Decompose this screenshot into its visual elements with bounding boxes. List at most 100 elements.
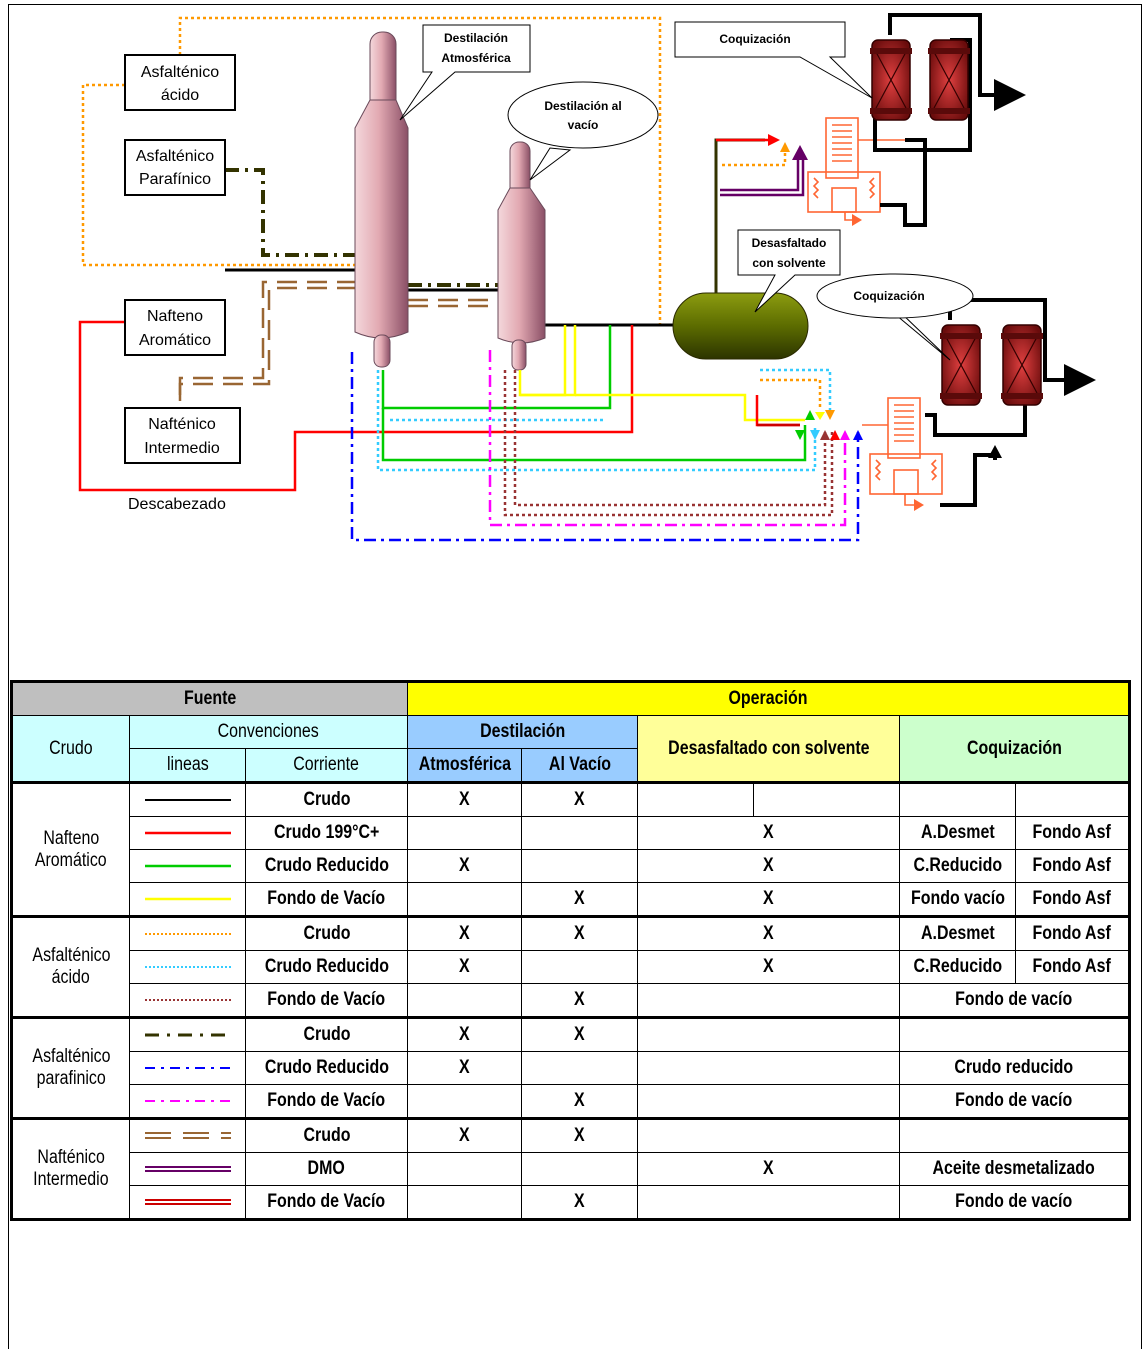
box-label: Asfalténico (136, 148, 214, 165)
source-box-asfaltenico-parafinico: Asfalténico Parafínico (124, 139, 226, 196)
header-fuente: Fuente (10, 680, 408, 716)
line-sample-icon (129, 781, 246, 817)
box-label: Aromático (139, 332, 211, 349)
atmosferica-cell (407, 816, 522, 850)
vacio-cell: X (521, 1084, 638, 1119)
svg-text:Atmosférica: Atmosférica (441, 51, 511, 65)
desasfaltado-cell (637, 1117, 900, 1153)
line-sample-icon (129, 849, 246, 883)
corriente-cell: DMO (245, 1152, 408, 1186)
coquizacion-cell: Fondo Asf (1015, 915, 1131, 951)
line-sample-icon (129, 1016, 246, 1052)
callout-coquizacion-2: Coquización (816, 273, 974, 361)
coquizacion-cell: Fondo de vacío (899, 1185, 1131, 1221)
line-sample-icon (129, 882, 246, 917)
source-box-asfaltenico-acido: Asfalténico ácido (124, 54, 236, 111)
callout-destilacion-vacio: Destilación al vacío (507, 81, 659, 181)
vacio-cell (521, 1051, 638, 1085)
source-box-nafteno-aromatico: Nafteno Aromático (124, 299, 226, 356)
callout-destilacion-atmosferica: Destilación Atmosférica (399, 24, 531, 121)
desasfaltado-cell (637, 1016, 900, 1052)
desasfaltado-cell: X (637, 816, 900, 850)
coquizacion-cell: Fondo de vacío (899, 1084, 1131, 1119)
box-label: Nafteno (147, 308, 203, 325)
coquizacion-cell: C.Reducido (899, 849, 1016, 883)
table-row: Fondo de Vacío X Fondo de vacío (12, 1185, 1131, 1221)
svg-text:Coquización: Coquización (719, 32, 790, 46)
atmosferica-cell (407, 1152, 522, 1186)
atmosferica-cell (407, 882, 522, 917)
coquizacion-cell: Fondo de vacío (899, 983, 1131, 1018)
corriente-cell: Fondo de Vacío (245, 1084, 408, 1119)
box-label: Nafténico (148, 416, 216, 433)
vacio-cell (521, 1152, 638, 1186)
descabezado-label: Descabezado (128, 496, 226, 513)
process-flow-diagram: Asfalténico ácido Asfalténico Parafínico… (78, 13, 1096, 542)
desasfaltado-cell: X (637, 1152, 900, 1186)
header-convenciones: Convenciones (129, 715, 408, 749)
line-sample-icon (129, 1152, 246, 1186)
svg-text:Destilación al: Destilación al (544, 99, 621, 113)
corriente-cell: Fondo de Vacío (245, 1185, 408, 1221)
svg-text:Coquización: Coquización (853, 289, 924, 303)
desasfaltado-cell: X (637, 950, 900, 984)
vacio-cell: X (521, 781, 638, 817)
atmosferica-cell: X (407, 849, 522, 883)
atmosferica-cell: X (407, 915, 522, 951)
atmosferica-cell: X (407, 781, 522, 817)
header-atmosferica: Atmosférica (407, 748, 522, 783)
svg-text:Destilación: Destilación (444, 31, 508, 45)
header-destilacion: Destilación (407, 715, 638, 749)
desasfaltado-cell (753, 781, 900, 817)
desasfaltado-cell (637, 983, 900, 1018)
header-corriente: Corriente (245, 748, 408, 783)
coquizacion-cell: Fondo vacío (899, 882, 1016, 917)
coquizacion-cell: Crudo reducido (899, 1051, 1131, 1085)
coquizacion-cell: Aceite desmetalizado (899, 1152, 1131, 1186)
vacio-cell: X (521, 1016, 638, 1052)
line-sample-icon (129, 816, 246, 850)
box-label: Parafínico (139, 171, 211, 188)
header-lineas: lineas (129, 748, 246, 783)
desasfaltado-cell (637, 1051, 900, 1085)
vacuum-tower-icon (497, 141, 546, 371)
vacio-cell: X (521, 1185, 638, 1221)
desasfaltado-cell: X (637, 849, 900, 883)
coquizacion-cell: Fondo Asf (1015, 882, 1131, 917)
coquizacion-cell: Fondo Asf (1015, 950, 1131, 984)
corriente-cell: Fondo de Vacío (245, 882, 408, 917)
vacio-cell: X (521, 983, 638, 1018)
page-frame (8, 4, 1142, 1349)
line-sample-icon (129, 1084, 246, 1119)
header-coquizacion: Coquización (899, 715, 1131, 783)
box-label: Intermedio (144, 440, 220, 457)
line-sample-icon (129, 983, 246, 1018)
deasphalting-drum-icon (672, 292, 809, 360)
svg-text:vacío: vacío (568, 118, 599, 132)
coquizacion-cell: Fondo Asf (1015, 849, 1131, 883)
atmosferica-cell: X (407, 1051, 522, 1085)
line-sample-icon (129, 950, 246, 984)
coquizacion-cell (1015, 781, 1131, 817)
coquizacion-cell: A.Desmet (899, 816, 1016, 850)
coker-drum-icon (940, 324, 982, 406)
callout-desasfaltado: Desasfaltado con solvente (737, 229, 841, 313)
vacio-cell: X (521, 915, 638, 951)
atmospheric-tower-icon (354, 31, 409, 368)
coquizacion-cell: C.Reducido (899, 950, 1016, 984)
corriente-cell: Crudo (245, 1016, 408, 1052)
corriente-cell: Crudo 199°C+ (245, 816, 408, 850)
line-sample-icon (129, 1051, 246, 1085)
coquizacion-cell (899, 1016, 1131, 1052)
source-box-naftenico-intermedio: Nafténico Intermedio (124, 407, 241, 464)
